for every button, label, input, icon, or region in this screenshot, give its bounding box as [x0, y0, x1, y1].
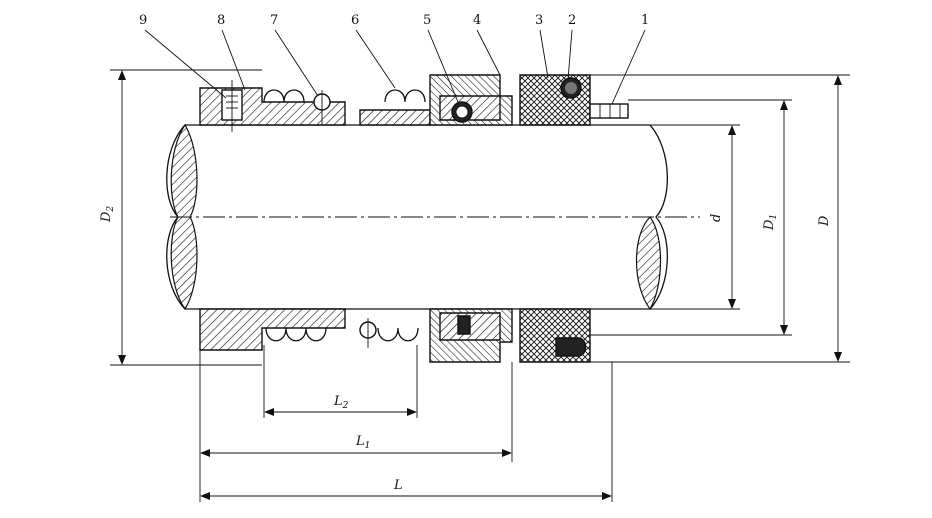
callout-9: 9	[139, 13, 147, 28]
callout-3: 3	[535, 13, 543, 28]
callout-6: 6	[351, 13, 359, 28]
lower-seal-half	[199, 308, 591, 363]
dimension-lines	[110, 69, 850, 502]
callout-7: 7	[270, 13, 278, 28]
callout-8: 8	[217, 13, 225, 28]
shaft	[166, 123, 700, 311]
callout-1: 1	[641, 13, 649, 28]
dim-label-d: d	[709, 214, 724, 222]
dim-label-D2: D2	[99, 206, 116, 223]
callout-5: 5	[423, 13, 431, 28]
leader-lines	[144, 29, 646, 105]
callout-4: 4	[473, 13, 481, 28]
dim-label-D1: D1	[762, 214, 779, 231]
upper-seal-half	[199, 74, 629, 132]
callout-2: 2	[568, 13, 576, 28]
dim-label-L: L	[393, 478, 403, 493]
dim-label-L1: L1	[355, 434, 370, 451]
dim-label-L2: L2	[333, 394, 349, 411]
dim-label-D: D	[817, 215, 832, 227]
